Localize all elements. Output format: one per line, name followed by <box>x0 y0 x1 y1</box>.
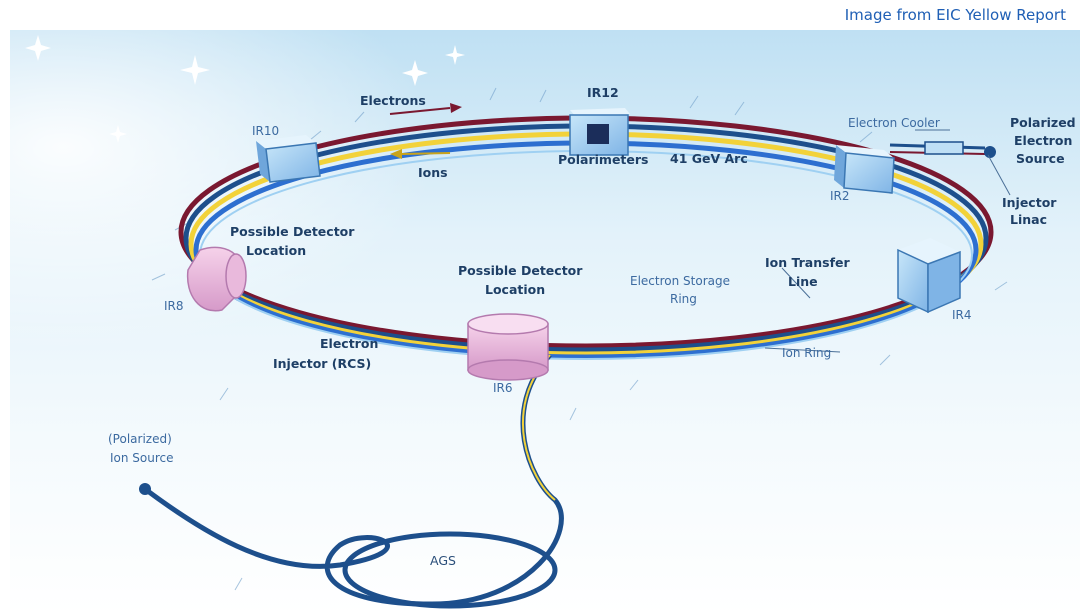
label-ir10: IR10 <box>252 124 279 138</box>
texture-lines <box>151 87 1008 591</box>
label-ir6: IR6 <box>493 381 513 395</box>
label-ir12: IR12 <box>587 85 619 100</box>
label-possible-detector-center-1: Possible Detector <box>458 263 583 278</box>
pointer-lines <box>764 129 1011 353</box>
label-electron-injector-1: Electron <box>320 336 378 351</box>
label-electron-cooler: Electron Cooler <box>848 116 940 130</box>
ir12-box <box>569 108 630 156</box>
label-polarized-electron-source-1: Polarized <box>1010 115 1076 130</box>
electron-source-linac <box>889 141 996 158</box>
label-polarimeters: Polarimeters <box>558 152 648 167</box>
ir8-cylinder <box>186 246 247 312</box>
label-injector-linac-1: Injector <box>1002 195 1057 210</box>
label-ion-source-1: (Polarized) <box>108 432 172 446</box>
electron-direction-arrow <box>389 103 462 115</box>
label-ags: AGS <box>430 553 456 568</box>
ion-direction-arrow <box>390 149 451 159</box>
label-electrons: Electrons <box>360 93 426 108</box>
ir6-cylinder <box>467 313 549 381</box>
label-electron-storage-ring-2: Ring <box>670 292 697 306</box>
label-possible-detector-center-2: Location <box>485 282 545 297</box>
label-possible-detector-left-2: Location <box>246 243 306 258</box>
label-ions: Ions <box>418 165 448 180</box>
label-41gev-arc: 41 GeV Arc <box>670 151 748 166</box>
sparkle-decorations <box>25 35 465 143</box>
label-ion-ring: Ion Ring <box>782 346 831 360</box>
ir2-box <box>834 145 895 194</box>
image-credit: Image from EIC Yellow Report <box>844 6 1066 24</box>
ir4-box <box>897 238 961 314</box>
label-ir2: IR2 <box>830 189 850 203</box>
label-polarized-electron-source-3: Source <box>1016 151 1065 166</box>
label-polarized-electron-source-2: Electron <box>1014 133 1072 148</box>
label-ion-source-2: Ion Source <box>110 451 174 465</box>
label-electron-storage-ring-1: Electron Storage <box>630 274 730 288</box>
label-ion-transfer-line-2: Line <box>788 274 818 289</box>
label-ir8: IR8 <box>164 299 184 313</box>
ir10-box <box>256 135 321 183</box>
label-ir4: IR4 <box>952 308 972 322</box>
label-electron-injector-2: Injector (RCS) <box>273 356 371 371</box>
label-possible-detector-left-1: Possible Detector <box>230 224 355 239</box>
eic-accelerator-diagram: Electrons Ions IR12 Polarimeters 41 GeV … <box>10 30 1080 615</box>
label-injector-linac-2: Linac <box>1010 212 1047 227</box>
label-ion-transfer-line-1: Ion Transfer <box>765 255 850 270</box>
ion-source-endpoint <box>139 483 151 495</box>
